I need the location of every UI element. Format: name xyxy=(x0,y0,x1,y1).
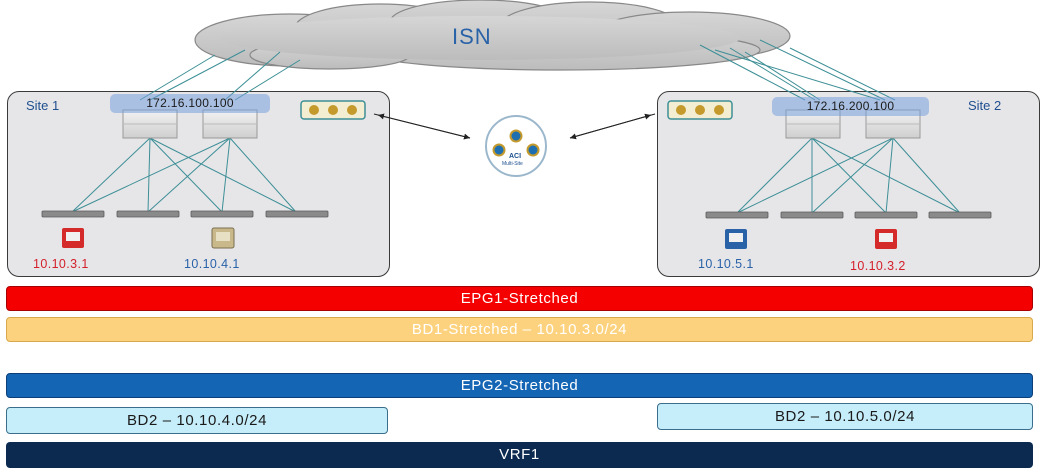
site-1-label: Site 1 xyxy=(26,98,60,113)
fabric-link xyxy=(885,137,894,214)
server-icon xyxy=(62,228,84,248)
bd1-stretched-bar: BD1-Stretched – 10.10.3.0/24 xyxy=(6,317,1033,342)
fabric-link xyxy=(811,137,961,214)
server-icon xyxy=(875,229,897,249)
uplink xyxy=(789,47,896,101)
fabric-link xyxy=(221,137,231,213)
uplink xyxy=(234,59,301,101)
uplink xyxy=(714,49,881,101)
site-1-loopback: 172.16.100.100 xyxy=(110,94,270,113)
leaf-switch xyxy=(116,210,180,218)
bd2-site2-bar: BD2 – 10.10.5.0/24 xyxy=(657,403,1033,430)
epg2-stretched-bar: EPG2-Stretched xyxy=(6,373,1033,398)
epg1-stretched-bar: EPG1-Stretched xyxy=(6,286,1033,311)
leaf-switch xyxy=(854,211,918,219)
fabric-link xyxy=(229,137,297,213)
site-2-box xyxy=(657,91,1040,277)
spine-switch xyxy=(122,109,178,139)
apic-cluster-icon xyxy=(667,100,733,120)
fabric-link xyxy=(892,137,961,214)
fabric-link xyxy=(147,137,231,213)
endpoint-ip: 10.10.4.1 xyxy=(184,257,240,271)
orchestrator-subtitle: Multi-Site xyxy=(502,161,523,167)
bd2-site1-label: BD2 – 10.10.4.0/24 xyxy=(126,412,268,429)
vrf1-label: VRF1 xyxy=(499,446,540,463)
links-layer xyxy=(41,39,992,249)
management-arrow xyxy=(377,113,471,139)
apic-cluster-icon xyxy=(300,100,366,120)
bd2-site2-label: BD2 – 10.10.5.0/24 xyxy=(774,408,916,425)
bd2-site1-bar: BD2 – 10.10.4.0/24 xyxy=(6,407,388,434)
aci-multisite-orchestrator-icon xyxy=(485,115,547,177)
isn-label: ISN xyxy=(452,24,492,49)
fabric-link xyxy=(811,137,894,214)
fabric-link xyxy=(149,137,223,213)
vrf1-bar: VRF1 xyxy=(6,442,1033,468)
leaf-switch xyxy=(928,211,992,219)
uplink xyxy=(759,39,886,101)
server-icon xyxy=(725,229,747,249)
endpoint-ip: 10.10.3.1 xyxy=(33,257,89,271)
epg1-label: EPG1-Stretched xyxy=(460,290,579,307)
bd1-label: BD1-Stretched – 10.10.3.0/24 xyxy=(411,321,628,338)
management-arrow xyxy=(569,113,652,139)
leaf-switch xyxy=(780,211,844,219)
orchestrator-title: ACI xyxy=(509,153,522,160)
fabric-link xyxy=(736,137,894,214)
fabric-link xyxy=(71,137,151,213)
leaf-switch xyxy=(41,210,105,218)
fabric-link xyxy=(71,137,231,213)
leaf-switch xyxy=(265,210,329,218)
uplink xyxy=(699,44,806,101)
epg2-label: EPG2-Stretched xyxy=(460,377,579,394)
uplink xyxy=(744,51,821,101)
isn-cloud xyxy=(194,0,791,71)
fabric-link xyxy=(736,137,813,214)
uplink xyxy=(149,49,246,101)
server-icon xyxy=(211,227,235,249)
site-2-loopback: 172.16.200.100 xyxy=(772,97,929,116)
uplink xyxy=(224,51,281,101)
uplink xyxy=(139,54,216,101)
endpoint-ip: 10.10.5.1 xyxy=(698,257,754,271)
leaf-switch xyxy=(190,210,254,218)
spine-switch xyxy=(202,109,258,139)
site-2-label: Site 2 xyxy=(968,98,1002,113)
leaf-switch xyxy=(705,211,769,219)
uplink xyxy=(729,47,816,101)
fabric-link xyxy=(147,137,151,213)
fabric-link xyxy=(811,137,887,214)
endpoint-ip: 10.10.3.2 xyxy=(850,259,906,273)
fabric-link xyxy=(149,137,297,213)
